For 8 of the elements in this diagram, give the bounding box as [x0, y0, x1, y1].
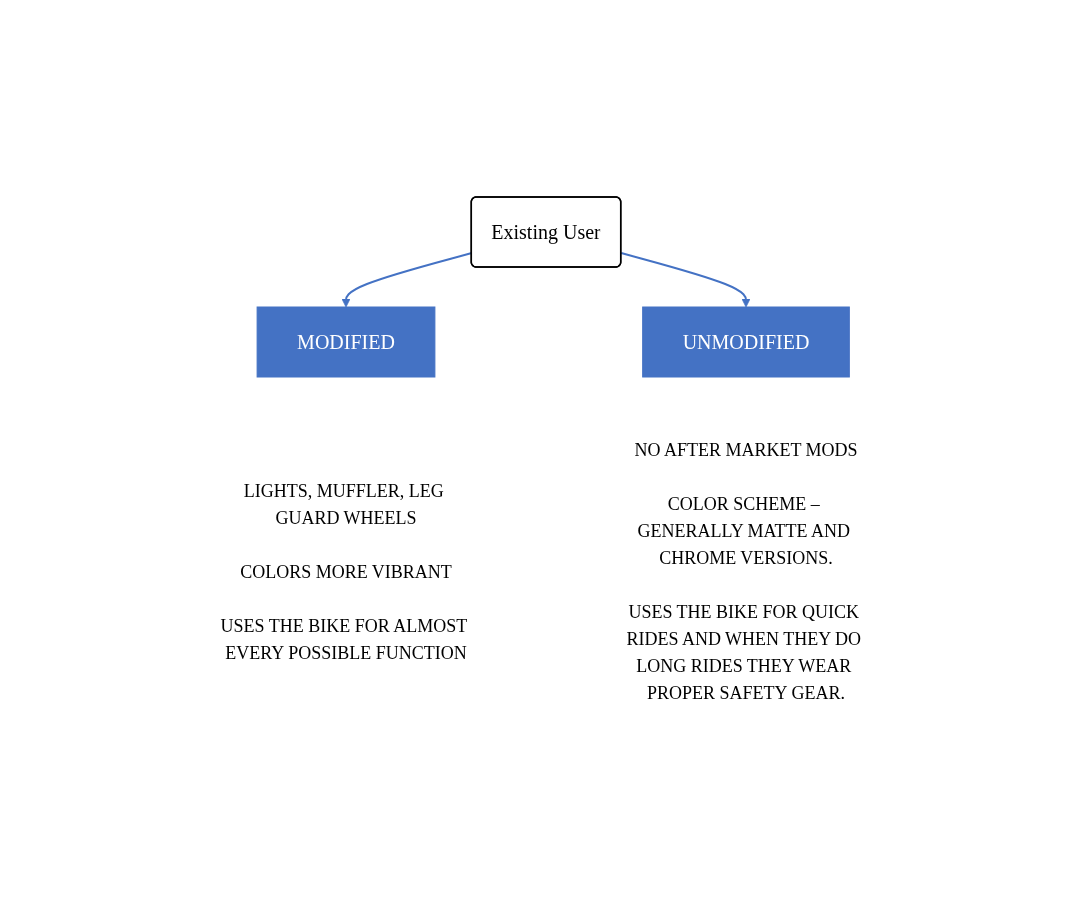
node-label: USES THE BIKE FOR ALMOST EVERY POSSIBLE FUNCTION — [220, 615, 467, 662]
node-label: USES THE BIKE FOR QUICK RIDES AND WHEN THEY DO LONG RIDES THEY WEAR PROPER SAFETY GEAR. — [625, 601, 861, 703]
node-label: COLORS MORE VIBRANT — [239, 561, 452, 581]
node-box: UNMODIFIED — [641, 306, 850, 377]
node-label: LIGHTS, MUFFLER, LEG GUARD WHEELS — [243, 480, 444, 527]
node-box: MODIFIED — [256, 306, 435, 377]
node-label: COLOR SCHEME – GENERALLY MATTE AND CHROME VERSIONS. — [636, 493, 850, 568]
node-label: NO AFTER MARKET MODS — [633, 439, 858, 460]
